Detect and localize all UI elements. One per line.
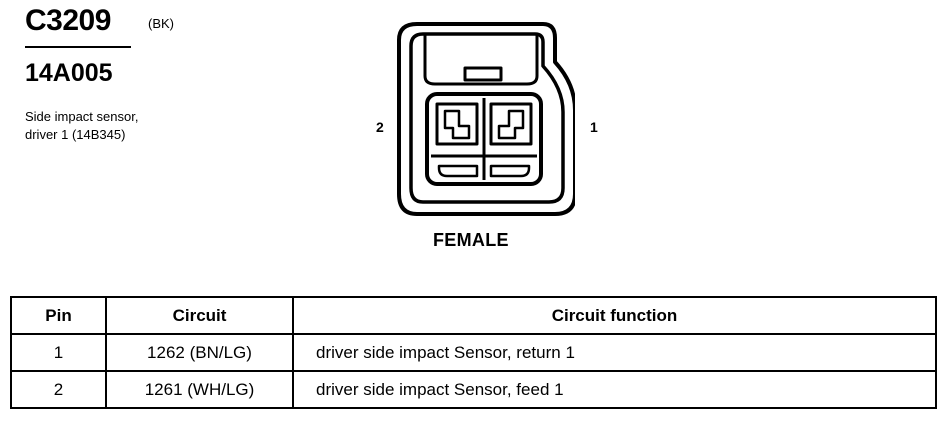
header-circuit-function: Circuit function [292, 296, 937, 335]
connector-id: C3209 [25, 4, 111, 37]
housing-outer [397, 22, 575, 216]
table-row: 1 1262 (BN/LG) driver side impact Sensor… [10, 333, 937, 372]
pinout-table: Pin Circuit Circuit function 1 1262 (BN/… [10, 296, 937, 409]
housing-inner [409, 32, 565, 204]
part-number: 14A005 [25, 59, 113, 87]
cell-circuit-function: driver side impact Sensor, feed 1 [292, 370, 937, 409]
cell-circuit-function: driver side impact Sensor, return 1 [292, 333, 937, 372]
lower-slot-left [437, 164, 479, 178]
cell-circuit: 1261 (WH/LG) [105, 370, 294, 409]
description-line-2: driver 1 (14B345) [25, 127, 126, 142]
connector-face-diagram [397, 22, 575, 216]
header-pin: Pin [10, 296, 107, 335]
table-row: 2 1261 (WH/LG) driver side impact Sensor… [10, 370, 937, 409]
pin-2-label: 2 [376, 119, 384, 135]
cell-pin: 1 [10, 333, 107, 372]
table-header-row: Pin Circuit Circuit function [10, 296, 937, 335]
pin-1-label: 1 [590, 119, 598, 135]
lower-slot-right [489, 164, 531, 178]
connector-gender-label: FEMALE [433, 230, 509, 250]
header-circuit: Circuit [105, 296, 294, 335]
latch-window [463, 66, 503, 82]
cell-pin: 2 [10, 370, 107, 409]
cell-circuit: 1262 (BN/LG) [105, 333, 294, 372]
cavity-body [425, 92, 543, 186]
connector-color-code: (BK) [148, 16, 174, 31]
header-divider [25, 46, 131, 48]
latch-tab [423, 34, 539, 86]
description-line-1: Side impact sensor, [25, 109, 139, 124]
terminal-1 [489, 102, 533, 146]
terminal-2 [435, 102, 479, 146]
